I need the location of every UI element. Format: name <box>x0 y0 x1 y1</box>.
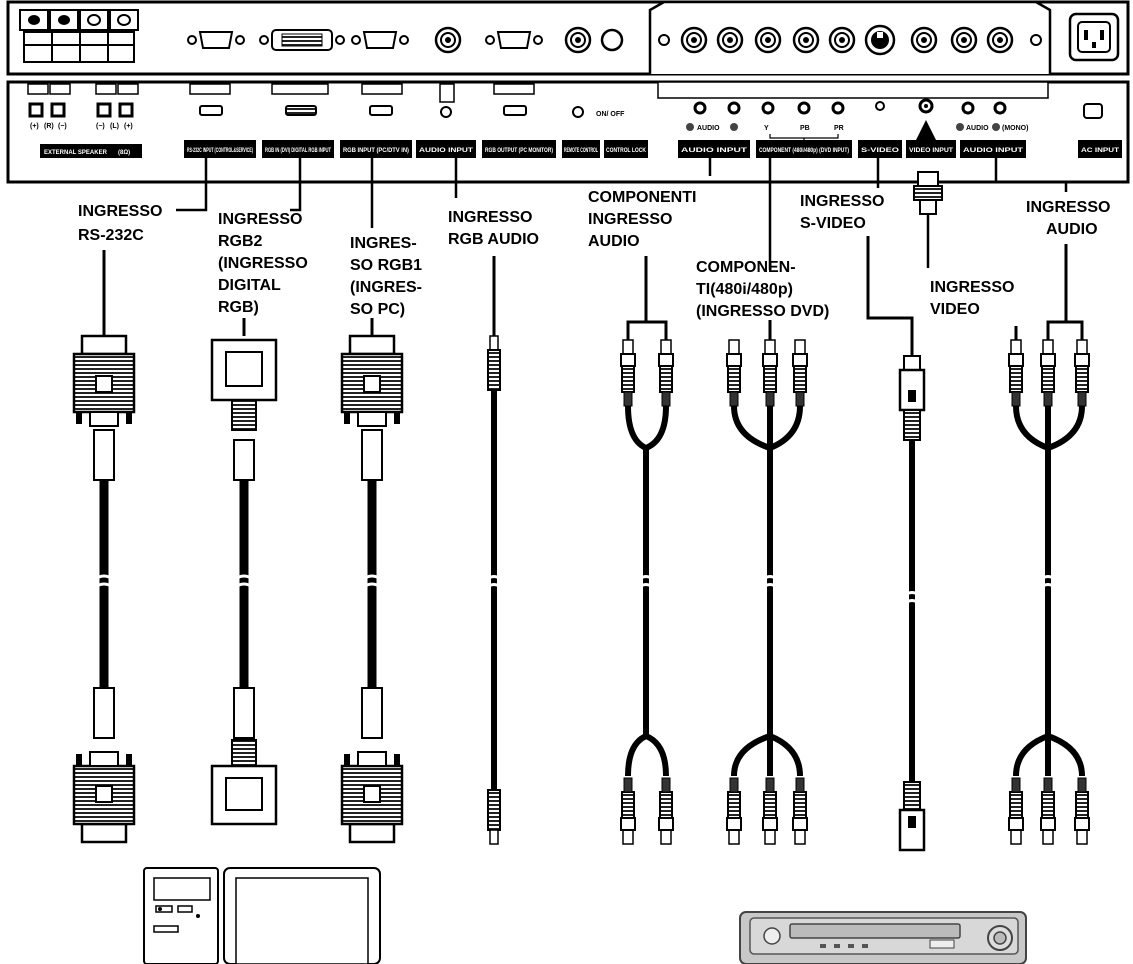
svg-text:SO PC): SO PC) <box>350 301 405 318</box>
svg-text:(INGRES-: (INGRES- <box>350 279 422 296</box>
tag-component: COMPONENT (480i/480p) (DVD INPUT) <box>759 148 849 154</box>
tag-remote: REMOTE CONTROL <box>564 148 598 154</box>
svideo-cable <box>866 236 926 852</box>
tag-audio-in: AUDIO INPUT <box>419 148 473 154</box>
comp-audio-label: AUDIO <box>697 125 720 132</box>
remote-jack-icon <box>564 26 592 54</box>
component-audio-cable <box>620 256 674 845</box>
svg-text:(INGRESSO: (INGRESSO <box>218 255 308 272</box>
label-video: INGRESSO VIDEO <box>930 279 1014 318</box>
terminal-l: (L) <box>110 123 119 130</box>
svideo-jack-icon <box>864 24 896 56</box>
vcr-dvd-player-icon <box>739 911 1027 964</box>
label-component: COMPONEN- TI(480i/480p) (INGRESSO DVD) <box>696 259 829 320</box>
svg-text:RGB2: RGB2 <box>218 233 263 250</box>
dvi-cable <box>210 318 278 826</box>
speaker-label: EXTERNAL SPEAKER <box>44 150 108 156</box>
svg-text:INGRESSO: INGRESSO <box>78 203 162 220</box>
rs232c-cable <box>72 250 136 844</box>
label-audio: INGRESSO AUDIO <box>1026 199 1110 238</box>
terminal-plus-l: (+) <box>124 123 133 130</box>
av-subpanel <box>648 0 1052 74</box>
tag-video: VIDEO INPUT <box>909 148 953 154</box>
label-rgb-audio: INGRESSO RGB AUDIO <box>448 209 539 248</box>
tag-dvi: RGB IN (DVI) DIGITAL RGB INPUT <box>265 148 331 154</box>
svg-text:RGB AUDIO: RGB AUDIO <box>448 231 539 248</box>
speaker-terminal-block <box>19 9 139 63</box>
svg-text:INGRESSO: INGRESSO <box>448 209 532 226</box>
terminal-minus-l: (−) <box>96 123 105 130</box>
tag-comp-audio: AUDIO INPUT <box>681 148 748 154</box>
svg-text:DIGITAL: DIGITAL <box>218 277 281 294</box>
svg-text:VIDEO: VIDEO <box>930 301 980 318</box>
label-svideo: INGRESSO S-VIDEO <box>800 193 884 232</box>
svg-text:RS-232C: RS-232C <box>78 227 144 244</box>
svg-text:INGRES-: INGRES- <box>350 235 417 252</box>
svg-text:S-VIDEO: S-VIDEO <box>800 215 866 232</box>
tag-svideo: S-VIDEO <box>861 148 900 154</box>
label-rs232c: INGRESSO RS-232C <box>78 203 162 244</box>
label-comp-audio: COMPONENTI INGRESSO AUDIO <box>588 189 696 250</box>
label-rgb1: INGRES- SO RGB1 (INGRES- SO PC) <box>350 235 422 318</box>
tag-rs232c: RS-232C INPUT (CONTROL&SERVICE) <box>187 148 253 154</box>
svg-text:(INGRESSO DVD): (INGRESSO DVD) <box>696 303 829 320</box>
component-video-cable <box>726 320 808 845</box>
terminal-minus-r: (−) <box>58 123 67 130</box>
jack-y: Y <box>764 125 769 132</box>
svg-text:INGRESSO: INGRESSO <box>218 211 302 228</box>
speaker-ohm: (8Ω) <box>118 150 130 156</box>
svg-text:COMPONENTI: COMPONENTI <box>588 189 696 206</box>
svg-text:AUDIO: AUDIO <box>1046 221 1098 238</box>
tag-ac: AC INPUT <box>1081 148 1119 154</box>
black-tag-row: RS-232C INPUT (CONTROL&SERVICE) RGB IN (… <box>184 140 1122 158</box>
svg-text:INGRESSO: INGRESSO <box>800 193 884 210</box>
svg-text:TI(480i/480p): TI(480i/480p) <box>696 281 793 298</box>
svg-text:INGRESSO: INGRESSO <box>588 211 672 228</box>
ac-socket-icon <box>1068 12 1120 62</box>
label-rgb2: INGRESSO RGB2 (INGRESSO DIGITAL RGB) <box>218 211 308 316</box>
rgb-audio-cable <box>485 256 503 845</box>
av-jacks-lower: AUDIO Y PB PR AUDIO (MONO) <box>657 81 1049 142</box>
power-switch-label: ON/ OFF <box>596 111 625 118</box>
computer-icon <box>143 867 219 964</box>
speaker-sockets: (+) (R) (−) (−) (L) (+) EXTERNAL SPEAKER… <box>27 83 142 158</box>
tag-rgb: RGB INPUT (PC/DTV IN) <box>343 148 409 154</box>
lock-switch-icon <box>600 28 624 52</box>
jack-pb: PB <box>800 125 810 132</box>
leader-lines <box>176 158 1068 270</box>
svg-text:AUDIO: AUDIO <box>588 233 640 250</box>
audio-label: AUDIO <box>966 125 989 132</box>
tag-rgb-out: RGB OUTPUT (PC MONITOR) <box>485 148 553 154</box>
monitor-icon <box>223 867 381 964</box>
svg-text:INGRESSO: INGRESSO <box>930 279 1014 296</box>
tag-audio: AUDIO INPUT <box>963 148 1024 154</box>
rgb-audio-jack-icon <box>434 26 462 54</box>
mono-label: (MONO) <box>1002 125 1028 132</box>
svg-text:COMPONEN-: COMPONEN- <box>696 259 796 276</box>
svg-text:SO RGB1: SO RGB1 <box>350 257 422 274</box>
svg-text:RGB): RGB) <box>218 299 259 316</box>
rgb-pc-cable <box>340 318 404 844</box>
dvi-port-icon <box>259 29 345 51</box>
video-plug-top-icon <box>913 171 943 215</box>
jack-pr: PR <box>834 125 844 132</box>
terminal-r: (R) <box>44 123 54 130</box>
tag-lock: CONTROL LOCK <box>606 148 647 154</box>
terminal-plus-r: (+) <box>30 123 39 130</box>
top-connector-strip <box>6 0 1130 76</box>
rear-label-panel: (+) (R) (−) (−) (L) (+) EXTERNAL SPEAKER… <box>6 80 1130 184</box>
audio-cable <box>1008 244 1090 845</box>
svg-text:INGRESSO: INGRESSO <box>1026 199 1110 216</box>
